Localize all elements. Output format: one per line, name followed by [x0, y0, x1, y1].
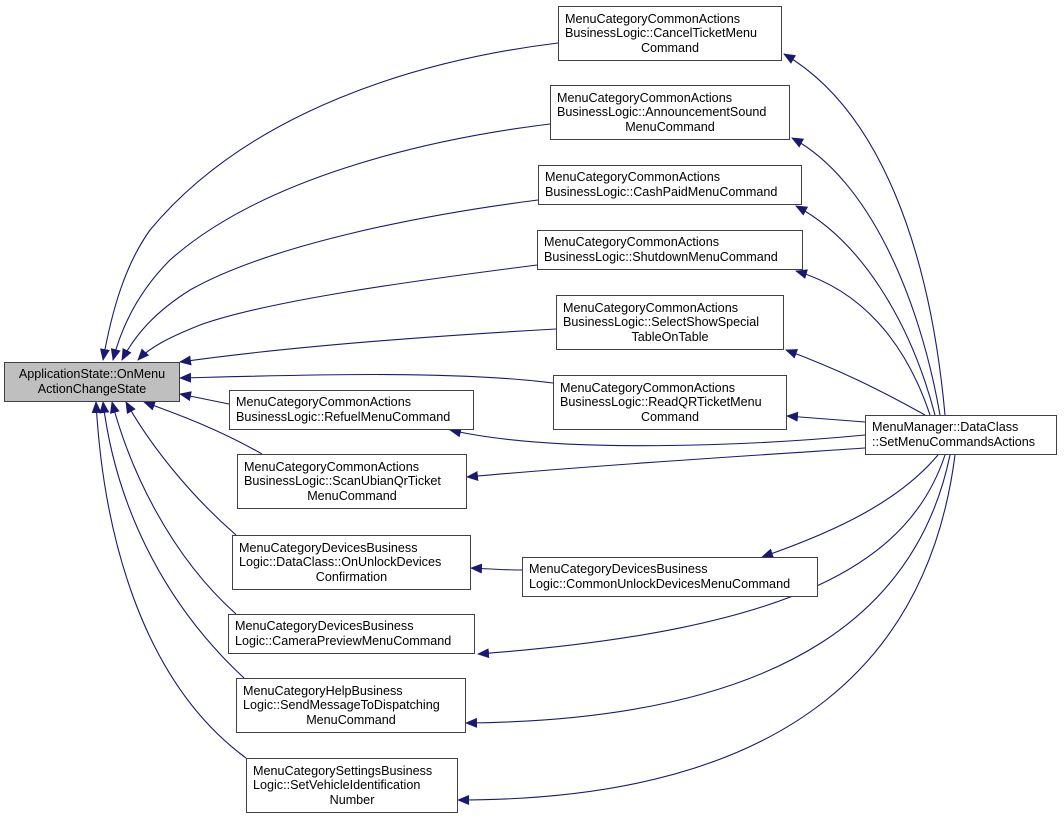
node-label-line: MenuCategoryCommonActions: [557, 90, 732, 105]
edge-announcement_sound-to-root: [110, 123, 551, 361]
edge-read_qr_ticket-to-root: [179, 372, 554, 384]
node-label-line: MenuManager::DataClass: [872, 420, 1019, 435]
edge-set_vin-to-root: [91, 401, 247, 759]
edge-set_menu_commands_actions-to-read_qr_ticket: [786, 411, 866, 423]
edge-scan_ubian_qr-to-root: [143, 401, 263, 455]
edge-set_menu_commands_actions-to-camera_preview: [477, 454, 946, 659]
edge-on_unlock_devices_confirmation-to-root: [125, 401, 237, 536]
node-label-line: MenuCategoryCommonActions: [563, 300, 738, 315]
edge-common_unlock_devices-to-on_unlock_devices_confirmation: [470, 563, 523, 574]
node-label-line: MenuCategoryCommonActions: [544, 235, 719, 250]
node-label-line: MenuCategoryDevicesBusiness: [239, 540, 418, 555]
edge-send_message_dispatching-to-root: [99, 401, 245, 679]
edge-set_menu_commands_actions-to-cash_paid: [795, 205, 936, 416]
node-label-line: ActionChangeState: [37, 382, 147, 396]
node-label-line: BusinessLogic::ReadQRTicketMenu: [560, 395, 762, 410]
edge-set_menu_commands_actions-to-scan_ubian_qr: [466, 447, 866, 481]
node-label-line: BusinessLogic::CancelTicketMenu: [565, 26, 758, 41]
node-label-line: Logic::CameraPreviewMenuCommand: [235, 634, 452, 648]
node-label-line: Logic::SendMessageToDispatching: [243, 698, 440, 713]
node-label-line: Command: [640, 409, 700, 424]
edge-shutdown-to-root: [137, 264, 538, 361]
node-label-line: BusinessLogic::CashPaidMenuCommand: [545, 185, 778, 199]
node-label-line: TableOnTable: [631, 329, 709, 344]
edge-set_menu_commands_actions-to-shutdown: [795, 269, 931, 416]
node-label-line: ::SetMenuCommandsActions: [872, 435, 1036, 449]
node-label-line: BusinessLogic::RefuelMenuCommand: [236, 410, 451, 424]
node-label-line: Logic::DataClass::OnUnlockDevices: [239, 555, 442, 570]
node-label-line: MenuCategorySettingsBusiness: [253, 763, 433, 778]
node-label-line: BusinessLogic::ShutdownMenuCommand: [544, 250, 778, 264]
node-label-line: Number: [329, 792, 375, 807]
node-label-line: Command: [640, 40, 700, 55]
node-label-line: MenuCategoryCommonActions: [244, 459, 419, 474]
node-label-line: MenuCategoryCommonActions: [236, 395, 411, 410]
node-label-line: MenuCategoryHelpBusiness: [243, 683, 403, 698]
edge-set_menu_commands_actions-to-send_message_dispatching: [465, 454, 951, 728]
node-label-line: MenuCategoryCommonActions: [565, 11, 740, 26]
edge-cash_paid-to-root: [121, 199, 539, 361]
edge-refuel-to-root: [179, 391, 230, 405]
edge-set_menu_commands_actions-to-set_vin: [457, 454, 956, 805]
node-label-line: Confirmation: [315, 569, 388, 584]
node-label-line: ApplicationState::OnMenu: [18, 367, 166, 382]
edge-set_menu_commands_actions-to-cancel_ticket: [783, 53, 946, 416]
node-label-line: MenuCategoryDevicesBusiness: [529, 562, 708, 577]
node-label-line: MenuCommand: [307, 488, 397, 503]
edge-camera_preview-to-root: [109, 401, 237, 615]
node-label-line: BusinessLogic::SelectShowSpecial: [563, 315, 760, 330]
node-label-line: MenuCategoryCommonActions: [545, 170, 720, 185]
node-label-line: MenuCategoryDevicesBusiness: [235, 619, 414, 634]
node-label-line: MenuCommand: [306, 712, 396, 727]
node-label-line: MenuCommand: [625, 119, 715, 134]
edge-set_menu_commands_actions-to-refuel: [449, 427, 866, 447]
edge-set_menu_commands_actions-to-select_show_special: [785, 349, 926, 416]
node-label-line: Logic::CommonUnlockDevicesMenuCommand: [529, 577, 791, 591]
node-label-line: Logic::SetVehicleIdentification: [253, 778, 421, 793]
node-label-line: BusinessLogic::AnnouncementSound: [557, 105, 767, 120]
edge-set_menu_commands_actions-to-announcement_sound: [791, 137, 941, 416]
node-set-menu-commands-actions[interactable]: MenuManager::DataClass::SetMenuCommandsA…: [865, 415, 1057, 455]
edge-select_show_special-to-root: [179, 328, 557, 366]
edge-cancel_ticket-to-root: [100, 42, 559, 361]
node-label-line: MenuCategoryCommonActions: [560, 380, 735, 395]
edge-set_menu_commands_actions-to-common_unlock_devices: [761, 454, 939, 559]
node-label-line: BusinessLogic::ScanUbianQrTicket: [244, 474, 441, 489]
